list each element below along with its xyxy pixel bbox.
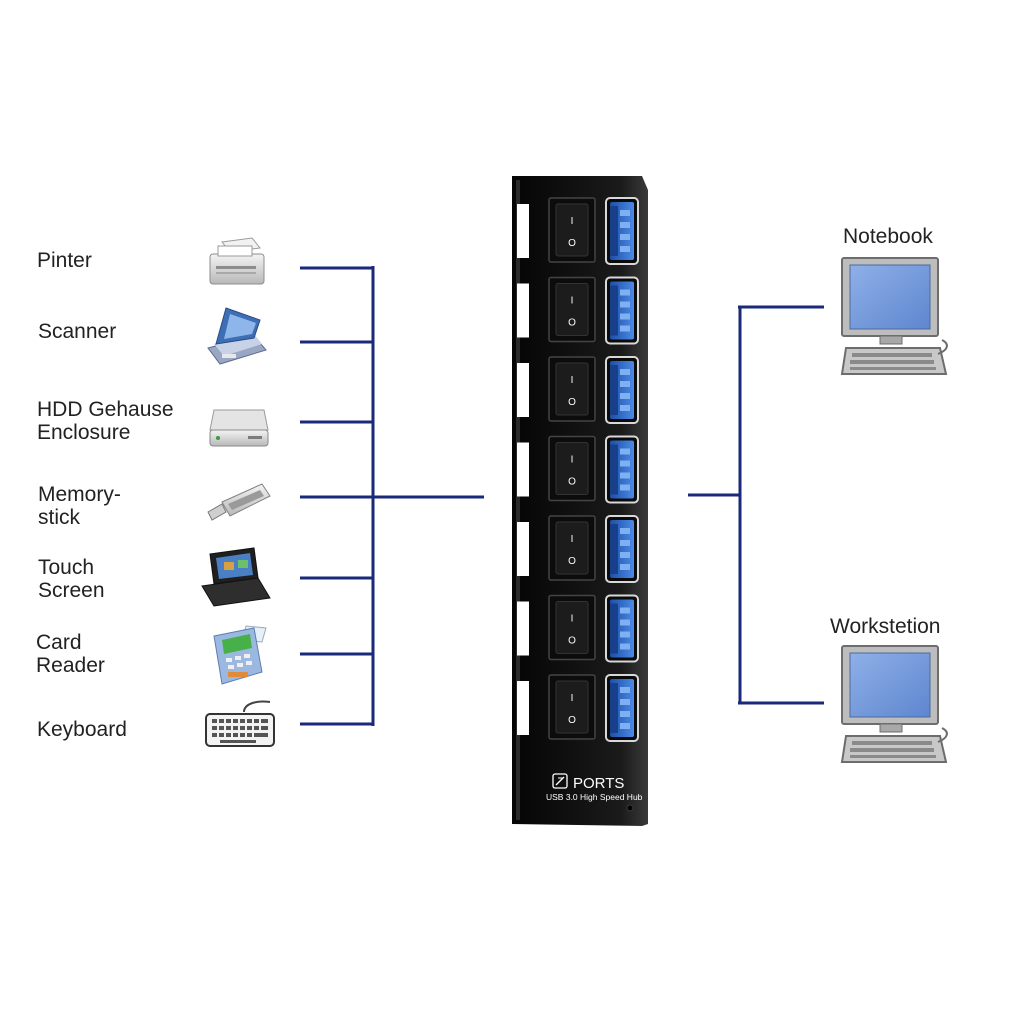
port-led	[517, 204, 529, 258]
port-led	[517, 442, 529, 497]
port-power-switch[interactable]: IO	[548, 674, 596, 740]
port-led	[517, 363, 529, 417]
port-power-switch[interactable]: IO	[548, 435, 596, 502]
switch-off-mark: O	[568, 238, 576, 249]
port-led	[517, 283, 529, 338]
right-connector-lines	[688, 305, 824, 705]
usb3-port[interactable]	[605, 356, 639, 424]
device-label-touch-screen: Touch Screen	[38, 556, 105, 602]
switch-off-mark: O	[568, 715, 576, 726]
port-led	[517, 601, 529, 656]
switch-on-mark: I	[571, 296, 574, 307]
port-power-switch[interactable]: IO	[548, 594, 596, 661]
switch-off-mark: O	[568, 318, 576, 329]
usb3-port[interactable]	[605, 276, 639, 345]
usb3-port[interactable]	[605, 594, 639, 663]
port-power-switch[interactable]: IO	[548, 197, 596, 263]
left-connector-lines	[300, 266, 484, 726]
switch-on-mark: I	[571, 375, 574, 386]
computer-monitor-icon	[840, 645, 948, 763]
hub-title: PORTS	[573, 775, 624, 792]
usb3-port[interactable]	[605, 674, 639, 742]
device-label-card-reader: Card Reader	[36, 631, 105, 677]
device-label-memory-stick: Memory- stick	[38, 483, 121, 529]
port-power-switch[interactable]: IO	[548, 276, 596, 343]
device-label-hdd-enclosure: HDD Gehause Enclosure	[37, 398, 174, 444]
usb-memory-stick-icon	[207, 483, 271, 521]
hub-led-indicator	[626, 804, 634, 812]
hub-subtitle: USB 3.0 High Speed Hub	[546, 792, 643, 802]
usb3-port[interactable]	[605, 435, 639, 504]
hub-port-row: IO	[517, 674, 639, 742]
switch-off-mark: O	[568, 397, 576, 408]
hub-port-row: IO	[517, 435, 639, 504]
switch-off-mark: O	[568, 556, 576, 567]
port-led	[517, 681, 529, 735]
port-led	[517, 522, 529, 576]
switch-on-mark: I	[571, 216, 574, 227]
switch-off-mark: O	[568, 477, 576, 488]
port-power-switch[interactable]: IO	[548, 356, 596, 422]
switch-on-mark: I	[571, 455, 574, 466]
scanner-icon	[207, 307, 267, 365]
touch-screen-terminal-icon	[201, 547, 271, 607]
hub-port-row: IO	[517, 356, 639, 424]
switch-off-mark: O	[568, 636, 576, 647]
usb3-port[interactable]	[605, 197, 639, 265]
device-label-printer: Pinter	[37, 249, 92, 272]
switch-on-mark: I	[571, 693, 574, 704]
switch-on-mark: I	[571, 614, 574, 625]
switch-on-mark: I	[571, 534, 574, 545]
keyboard-icon	[205, 700, 275, 747]
hub-port-row: IO	[517, 515, 639, 583]
computer-monitor-icon	[840, 257, 948, 375]
hub-port-row: IO	[517, 276, 639, 345]
port-power-switch[interactable]: IO	[548, 515, 596, 581]
power-plug-icon	[552, 773, 568, 789]
card-reader-icon	[213, 625, 267, 685]
hdd-enclosure-icon	[209, 409, 269, 447]
hub-port-row: IO	[517, 594, 639, 663]
host-label-notebook: Notebook	[843, 225, 933, 248]
device-label-keyboard: Keyboard	[37, 718, 127, 741]
hub-port-row: IO	[517, 197, 639, 265]
printer-icon	[209, 237, 265, 285]
device-label-scanner: Scanner	[38, 320, 117, 343]
usb3-port[interactable]	[605, 515, 639, 583]
host-label-workstation: Workstetion	[830, 615, 941, 638]
